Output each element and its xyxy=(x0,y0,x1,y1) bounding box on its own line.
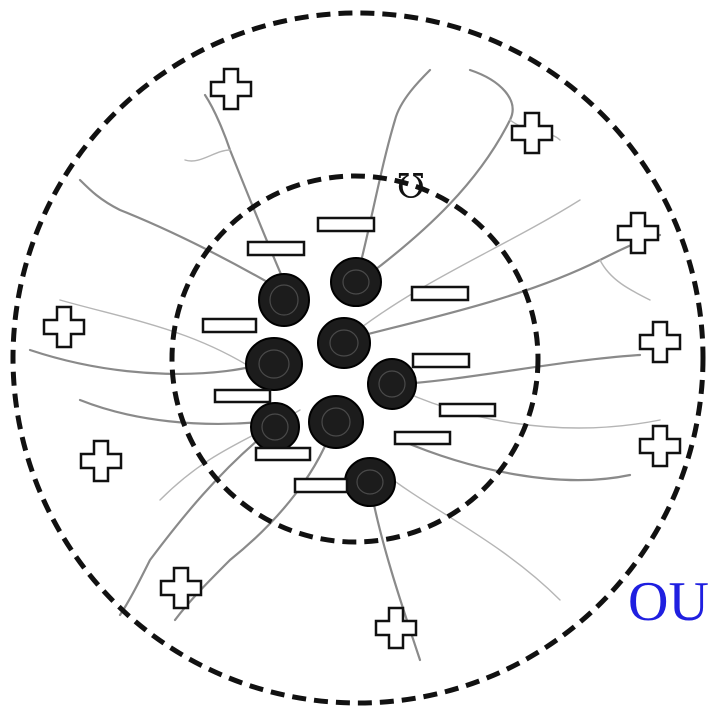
plus-icon xyxy=(376,608,416,648)
plus-icon xyxy=(44,307,84,347)
core-particle xyxy=(246,338,302,390)
core-particle xyxy=(259,274,309,326)
plus-icon xyxy=(512,113,552,153)
core-particle xyxy=(331,258,381,306)
minus-icon xyxy=(295,479,347,492)
minus-icon xyxy=(215,390,270,402)
plus-icon xyxy=(161,568,201,608)
minus-icon xyxy=(412,287,468,300)
minus-icon xyxy=(203,319,256,332)
core-particle xyxy=(318,318,370,368)
minus-icon xyxy=(318,218,374,231)
core-particle xyxy=(309,396,363,448)
outer-label: OU xyxy=(628,570,709,634)
plus-icon xyxy=(618,213,658,253)
minus-icon xyxy=(440,404,495,416)
minus-icon xyxy=(248,242,304,255)
plus-icon xyxy=(640,426,680,466)
core-particles xyxy=(246,258,416,506)
core-particle xyxy=(251,403,299,451)
minus-icon xyxy=(413,354,469,367)
plus-icon xyxy=(640,322,680,362)
plus-icon xyxy=(81,441,121,481)
minus-icon xyxy=(395,432,450,444)
core-particle xyxy=(368,359,416,409)
inner-ring-label: Ω xyxy=(397,164,425,204)
plus-icon xyxy=(211,69,251,109)
core-particle xyxy=(345,458,395,506)
minus-icon xyxy=(256,448,310,460)
